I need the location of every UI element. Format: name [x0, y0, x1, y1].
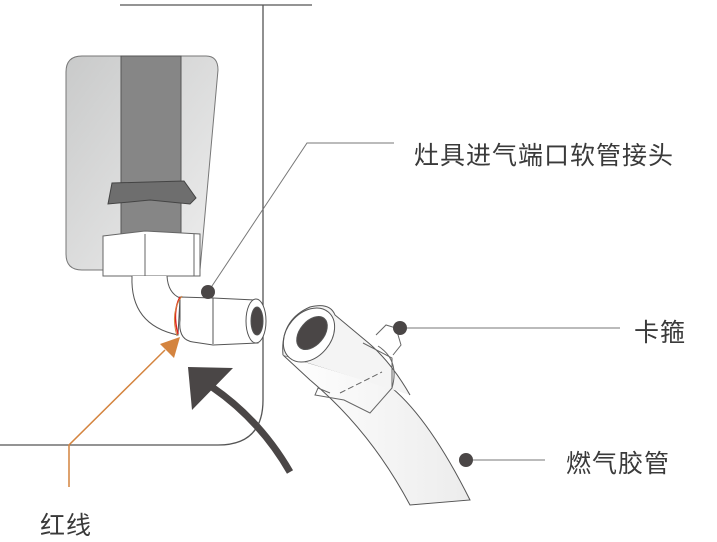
- leader-lines: [207, 142, 620, 461]
- clamp-label: 卡箍: [634, 318, 687, 347]
- red-line-label: 红线: [40, 511, 93, 540]
- red-mark-line: [174, 296, 181, 335]
- hex-nut-lower: [102, 230, 201, 277]
- gas-hose: [282, 305, 471, 506]
- hose-connector: [179, 296, 267, 346]
- elbow-pipe: [131, 275, 181, 336]
- insert-direction-arrow: [188, 367, 294, 474]
- hose-callout-dot: [459, 453, 473, 467]
- inlet-pipe: [120, 55, 182, 237]
- hose-label: 燃气胶管: [566, 449, 671, 478]
- red-line-pointer-arrow: [68, 337, 180, 487]
- stove-panel-outline: [0, 4, 312, 446]
- connector-callout-dot: [201, 285, 215, 299]
- clamp-callout-dot: [393, 321, 407, 335]
- connector-label: 灶具进气端口软管接头: [414, 141, 675, 170]
- hex-nut-upper: [107, 180, 197, 205]
